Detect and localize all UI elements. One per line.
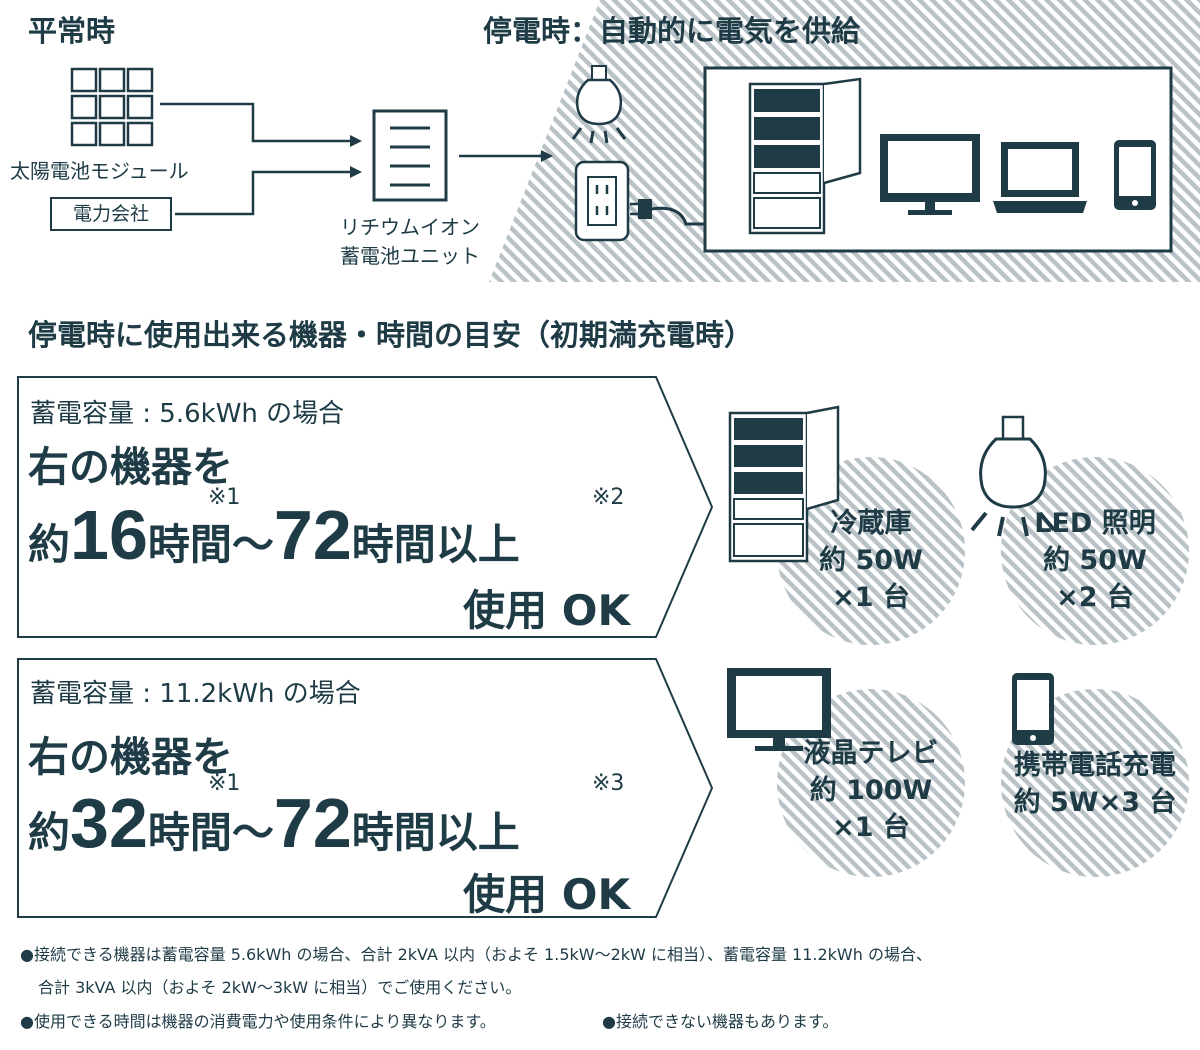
- devices-line: 右の機器を: [28, 443, 233, 491]
- device-power: 約 100W: [809, 775, 933, 806]
- light-bulb-icon: [571, 65, 627, 144]
- monitor-icon: [880, 134, 980, 215]
- approx-prefix: 約: [28, 808, 71, 857]
- hours-unit-a: 時間〜: [147, 520, 274, 569]
- capacity-label: 蓄電容量 : 11.2kWh の場合: [30, 679, 361, 709]
- hours-unit-b: 時間以上: [351, 808, 520, 857]
- footnote-line-3: ●使用できる時間は機器の消費電力や使用条件により異なります。: [20, 1012, 496, 1031]
- battery-unit-label-line1: リチウムイオン: [340, 215, 480, 239]
- device-circle-led: [1001, 457, 1189, 645]
- device-refrigerator: 冷蔵庫 約 50W ×1 台: [776, 505, 966, 616]
- devices-line: 右の機器を: [28, 733, 233, 781]
- wall-outlet-icon: [574, 160, 630, 242]
- device-name: LED 照明: [1034, 508, 1156, 539]
- note-mark-a: ※1: [208, 485, 241, 510]
- arrow-heads: [350, 135, 553, 178]
- power-company-label: 電力会社: [50, 197, 172, 231]
- device-power: 約 5W×3 台: [1013, 787, 1177, 818]
- panel-1-frame: [17, 376, 714, 638]
- note-mark-b: ※2: [592, 485, 625, 510]
- device-name: 冷蔵庫: [830, 508, 912, 539]
- device-name: 液晶テレビ: [803, 738, 939, 769]
- device-count: ×1 台: [832, 812, 910, 843]
- note-mark-a: ※1: [208, 771, 241, 796]
- hours-max: 72: [273, 496, 352, 574]
- footnote-line-1: ●接続できる機器は蓄電容量 5.6kWh の場合、合計 2kVA 以内（およそ …: [20, 945, 932, 964]
- light-bulb-icon: [970, 415, 1056, 537]
- battery-unit-label-line2: 蓄電池ユニット: [340, 244, 480, 268]
- solar-panel-icon: [70, 67, 154, 147]
- note-mark-b: ※3: [592, 771, 625, 796]
- plug-icon: [630, 199, 705, 226]
- outage-time-title: 停電時：自動的に電気を供給: [483, 14, 861, 48]
- refrigerator-icon: [728, 405, 840, 563]
- usage-guide-title: 停電時に使用出来る機器・時間の目安（初期満充電時）: [28, 318, 754, 352]
- hours-min: 16: [70, 496, 148, 574]
- usage-ok: 使用 OK: [463, 586, 630, 635]
- device-name: 携帯電話充電: [1014, 750, 1176, 781]
- usage-ok: 使用 OK: [463, 870, 630, 919]
- hours-line: 約32時間〜72時間以上: [28, 783, 520, 863]
- device-lcd-tv: 液晶テレビ 約 100W ×1 台: [776, 735, 966, 846]
- device-power: 約 50W: [819, 545, 923, 576]
- battery-unit-icon: [372, 109, 448, 202]
- solar-module-label: 太陽電池モジュール: [10, 159, 189, 183]
- hours-unit-b: 時間以上: [351, 520, 520, 569]
- device-phone-charger: 携帯電話充電 約 5W×3 台: [990, 747, 1200, 821]
- hours-min: 32: [70, 784, 148, 862]
- battery-unit-label: リチウムイオン 蓄電池ユニット: [330, 213, 490, 271]
- device-count: ×1 台: [832, 582, 910, 613]
- hours-max: 72: [273, 784, 352, 862]
- hours-unit-a: 時間〜: [147, 808, 274, 857]
- capacity-panel-1: 蓄電容量 : 5.6kWh の場合 右の機器を 約16時間〜72時間以上 ※1 …: [18, 377, 708, 639]
- approx-prefix: 約: [28, 520, 71, 569]
- panel-2-frame: [17, 658, 714, 918]
- monitor-icon: [727, 668, 831, 751]
- laptop-icon: [993, 142, 1087, 213]
- smartphone-icon: [1114, 140, 1156, 210]
- footnote-line-2: 合計 3kVA 以内（およそ 2kW〜3kW に相当）でご使用ください。: [38, 978, 522, 997]
- device-power: 約 50W: [1043, 545, 1147, 576]
- footnote-line-4: ●接続できない機器もあります。: [602, 1012, 839, 1031]
- smartphone-icon: [1012, 673, 1054, 745]
- device-led-light: LED 照明 約 50W ×2 台: [1000, 505, 1190, 616]
- capacity-label: 蓄電容量 : 5.6kWh の場合: [30, 399, 345, 429]
- device-count: ×2 台: [1056, 582, 1134, 613]
- refrigerator-icon: [748, 77, 862, 235]
- normal-time-title: 平常時: [28, 14, 116, 48]
- flow-arrows: [160, 102, 543, 216]
- hours-line: 約16時間〜72時間以上: [28, 495, 520, 575]
- capacity-panel-2: 蓄電容量 : 11.2kWh の場合 右の機器を 約32時間〜72時間以上 ※1…: [18, 659, 708, 921]
